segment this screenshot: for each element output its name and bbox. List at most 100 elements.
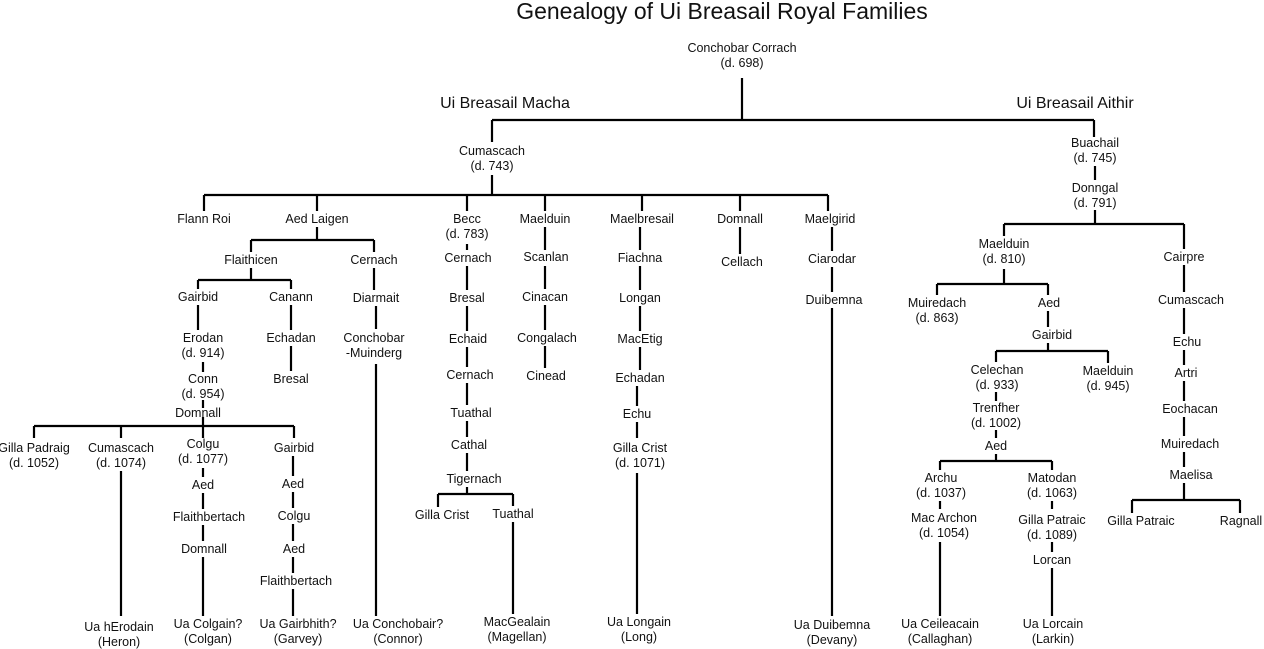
person-name: Echadan [615, 371, 664, 385]
person-name: Becc [453, 212, 481, 226]
person-detail: (d. 1002) [971, 416, 1021, 430]
person-bresal-b: Bresal [449, 291, 484, 305]
person-detail: (d. 954) [181, 387, 224, 401]
person-name: Duibemna [806, 293, 863, 307]
person-maelbresail: Maelbresail [610, 212, 674, 226]
person-detail: (Heron) [98, 635, 140, 649]
person-name: Conchobar [343, 331, 404, 345]
person-detail: (Magellan) [487, 630, 546, 644]
person-detail: (Long) [621, 630, 657, 644]
person-gairbid-b: Gairbid [274, 441, 314, 455]
person-ua-gairbhith: Ua Gairbhith?(Garvey) [259, 617, 336, 646]
person-ciarodar: Ciarodar [808, 252, 856, 266]
person-fiachna: Fiachna [618, 251, 663, 265]
person-longan: Longan [619, 291, 661, 305]
person-echu-c: Echu [1173, 335, 1202, 349]
person-echadan-mb: Echadan [615, 371, 664, 385]
person-congalach: Congalach [517, 331, 577, 345]
person-cernach-b2: Cernach [446, 368, 493, 382]
person-detail: (d. 698) [720, 56, 763, 70]
person-ua-duibemna: Ua Duibemna(Devany) [794, 618, 870, 647]
diagram-title: Genealogy of Ui Breasail Royal Families [516, 0, 928, 24]
person-name: Aed [282, 477, 304, 491]
person-name: Cairpre [1164, 250, 1205, 264]
person-name: Scanlan [523, 250, 568, 264]
person-name: Aed [192, 478, 214, 492]
person-bresal-a: Bresal [273, 372, 308, 386]
person-domnall-m: Domnall [717, 212, 763, 226]
person-flann-roi: Flann Roi [177, 212, 231, 226]
person-name: Ua Conchobair? [353, 617, 443, 631]
person-name: Echadan [266, 331, 315, 345]
person-detail: (d. 863) [915, 311, 958, 325]
person-name: Maelbresail [610, 212, 674, 226]
person-name: Maelduin [520, 212, 571, 226]
connector-lines [32, 78, 1242, 616]
person-detail: (d. 914) [181, 346, 224, 360]
person-name: Matodan [1028, 471, 1077, 485]
person-detail: (d. 783) [445, 227, 488, 241]
person-macetig: MacEtig [617, 332, 662, 346]
person-name: Cinead [526, 369, 566, 383]
person-name: Ua Ceileacain [901, 617, 979, 631]
person-aed-laigen: Aed Laigen [285, 212, 348, 226]
person-detail: (d. 1089) [1027, 528, 1077, 542]
person-tuathal-b2: Tuathal [492, 507, 533, 521]
branch-label-macha: Ui Breasail Macha [440, 95, 570, 112]
person-name: Diarmait [353, 291, 400, 305]
person-flaithbertach-c: Flaithbertach [173, 510, 245, 524]
person-cernach-b1: Cernach [444, 251, 491, 265]
person-ua-colgain: Ua Colgain?(Colgan) [174, 617, 243, 646]
person-gairbid-ma: Gairbid [1032, 328, 1072, 342]
person-detail: (d. 810) [982, 252, 1025, 266]
person-cairpre: Cairpre [1164, 250, 1205, 264]
person-detail: (d. 933) [975, 378, 1018, 392]
person-name: Maelduin [979, 237, 1030, 251]
person-cumascach-1074: Cumascach(d. 1074) [88, 441, 154, 470]
person-aed-c1: Aed [192, 478, 214, 492]
person-gilla-patraic-c: Gilla Patraic [1107, 514, 1174, 528]
person-eochacan: Eochacan [1162, 402, 1218, 416]
person-name: Buachail [1071, 136, 1119, 150]
person-macgealain: MacGealain(Magellan) [484, 615, 551, 644]
person-name: Archu [925, 471, 958, 485]
person-name: Maelduin [1083, 364, 1134, 378]
person-maelisa: Maelisa [1169, 468, 1212, 482]
person-name: Gairbid [274, 441, 314, 455]
person-name: Cernach [350, 253, 397, 267]
person-name: Ua Duibemna [794, 618, 870, 632]
person-name: Ua Gairbhith? [259, 617, 336, 631]
person-detail: (d. 745) [1073, 151, 1116, 165]
person-name: Cumascach [1158, 293, 1224, 307]
person-donngal: Donngal(d. 791) [1072, 181, 1119, 210]
person-buachail: Buachail(d. 745) [1071, 136, 1119, 165]
person-name: Gilla Patraic [1107, 514, 1174, 528]
person-name: Celechan [971, 363, 1024, 377]
person-muiredach-863: Muiredach(d. 863) [908, 296, 966, 325]
person-diarmait: Diarmait [353, 291, 400, 305]
person-detail: (d. 1071) [615, 456, 665, 470]
person-domnall-b: Domnall [175, 406, 221, 420]
person-aed-ma: Aed [1038, 296, 1060, 310]
person-name: Muiredach [908, 296, 966, 310]
person-duibemna: Duibemna [806, 293, 863, 307]
person-name: Aed Laigen [285, 212, 348, 226]
person-artri: Artri [1175, 366, 1198, 380]
person-name: Aed [283, 542, 305, 556]
person-name: Domnall [717, 212, 763, 226]
person-name: Mac Archon [911, 511, 977, 525]
person-name: Longan [619, 291, 661, 305]
person-labels: Conchobar Corrach(d. 698) Cumascach (d. 74… [0, 41, 1262, 649]
person-cinead: Cinead [526, 369, 566, 383]
person-name: Bresal [449, 291, 484, 305]
person-aed-g2: Aed [283, 542, 305, 556]
person-name: Colgu [278, 509, 311, 523]
person-name: Ragnall [1220, 514, 1262, 528]
person-maelgirid: Maelgirid [805, 212, 856, 226]
person-aed-t: Aed [985, 439, 1007, 453]
person-name: Cernach [444, 251, 491, 265]
person-ua-longain: Ua Longain(Long) [607, 615, 671, 644]
person-name: Colgu [187, 437, 220, 451]
person-conchobar-corrach: Conchobar Corrach(d. 698) [687, 41, 796, 70]
person-gairbid-a: Gairbid [178, 290, 218, 304]
